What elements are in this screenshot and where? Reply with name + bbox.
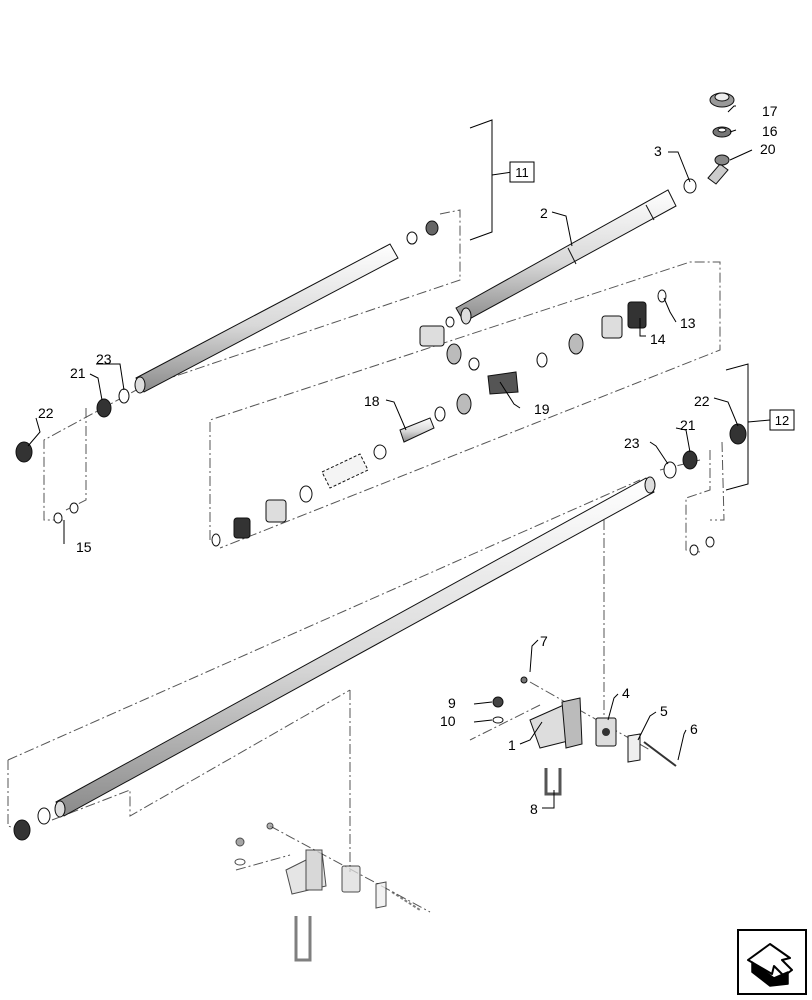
callout-4: 4 [622,685,630,701]
callout-11: 11 [515,165,529,180]
leader-lines [27,105,753,809]
upper-gear-train [419,289,667,395]
lower-tube [13,423,747,841]
callout-2: 2 [540,205,548,221]
group-brackets [469,119,771,491]
callout-3: 3 [654,143,662,159]
lower-bracket-assembly [234,822,421,962]
callout-10: 10 [440,713,456,729]
callout-22-lower: 22 [694,393,710,409]
callout-6: 6 [690,721,698,737]
callout-21-lower: 21 [680,417,696,433]
upper-tube-fittings [15,220,439,524]
callout-13: 13 [680,315,696,331]
callout-12: 12 [775,413,789,428]
callout-23-upper: 23 [96,351,112,367]
callout-5: 5 [660,703,668,719]
callout-9: 9 [448,695,456,711]
callout-11-box [509,161,535,183]
callout-21-upper: 21 [70,365,86,381]
top-fittings [707,92,735,185]
bracket-assembly [492,676,677,796]
callout-7: 7 [540,633,548,649]
lower-gear-train [211,393,472,547]
callout-18: 18 [364,393,380,409]
shaft-part-2 [455,178,697,325]
callout-12-box [769,409,795,431]
callout-1: 1 [508,737,516,753]
callout-16: 16 [762,123,778,139]
callout-19: 19 [534,401,550,417]
callout-23-lower: 23 [624,435,640,451]
callout-labels: 1 2 3 4 5 6 7 8 9 10 13 14 15 16 17 18 1… [38,103,795,817]
callout-15: 15 [76,539,92,555]
callout-22-upper: 22 [38,405,54,421]
callout-8: 8 [530,801,538,817]
assembly-lines [7,209,725,913]
next-page-arrow-icon[interactable] [737,929,807,995]
callout-17: 17 [762,103,778,119]
upper-tube [134,243,399,394]
callout-20: 20 [760,141,776,157]
callout-14: 14 [650,331,666,347]
